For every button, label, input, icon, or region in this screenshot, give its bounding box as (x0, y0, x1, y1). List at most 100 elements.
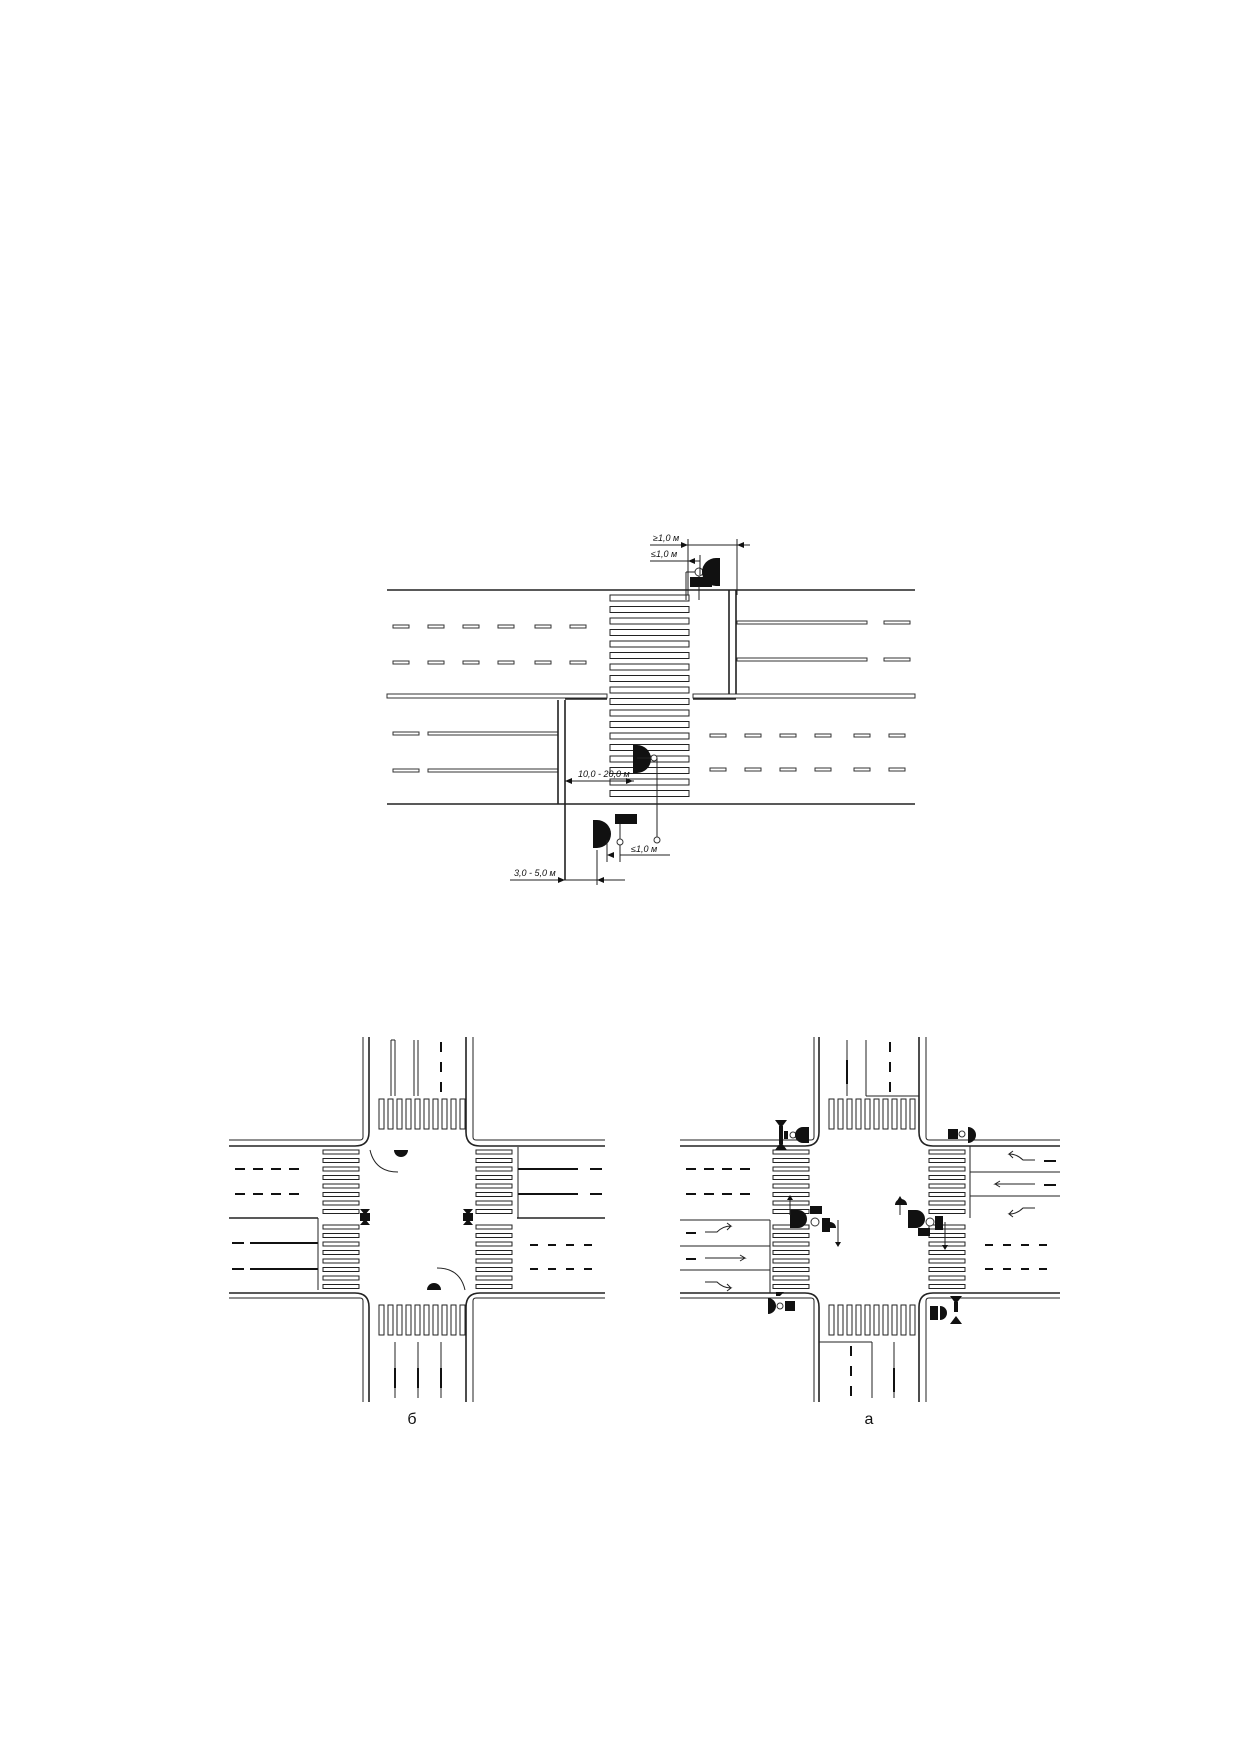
zebra-stripe (609, 675, 690, 682)
zebra-stripe (475, 1250, 513, 1255)
zebra-stripe (475, 1267, 513, 1272)
zebra-stripe (928, 1250, 966, 1255)
zebra-stripe (855, 1098, 862, 1130)
dim-label-le-1m-bottom: ≤1,0 м (631, 844, 657, 854)
zebra-stripe (873, 1304, 880, 1336)
caption-a: а (865, 1411, 874, 1428)
zebra-stripe (475, 1284, 513, 1289)
zebra-stripe (928, 1233, 966, 1238)
lane-dashes-bottom-right (709, 733, 906, 772)
zebra-stripe (322, 1175, 360, 1180)
zebra-stripe (837, 1098, 844, 1130)
zebra-stripe (772, 1200, 810, 1206)
zebra-stripe (414, 1304, 421, 1336)
zebra-stripe (609, 767, 690, 774)
zebra-stripe (322, 1233, 360, 1238)
zebra-stripe (855, 1304, 862, 1336)
zebra-stripe (475, 1258, 513, 1264)
caption-b: б (407, 1411, 416, 1428)
zebra-stripe (450, 1304, 457, 1336)
zebra-stripe (396, 1098, 403, 1130)
zebra-stripe (846, 1304, 853, 1336)
zebra-stripe (828, 1304, 835, 1336)
zebra-stripe (475, 1275, 513, 1281)
zebra-stripe (475, 1241, 513, 1247)
zebra-stripe (609, 629, 690, 636)
zebra-stripe (837, 1304, 844, 1336)
zebra-stripe (609, 790, 690, 797)
zebra-stripe (609, 652, 690, 659)
zebra-stripe (772, 1275, 810, 1281)
zebra-stripe (322, 1149, 360, 1155)
dim-label-le-1m-top: ≤1,0 м (651, 549, 677, 559)
zebra-stripe (772, 1192, 810, 1197)
zebra-stripe (609, 709, 690, 717)
top-crossing-figure: ≥1,0 м ≤1,0 м 10,0 - 20,0 м ≤1,0 м 3,0 -… (386, 533, 916, 885)
zebra-stripe (772, 1241, 810, 1247)
zebra-stripe (609, 594, 690, 602)
zebra-stripe (772, 1175, 810, 1180)
dim-label-ge-1m: ≥1,0 м (653, 533, 679, 543)
zebra-stripe (928, 1183, 966, 1189)
zebra-stripe (772, 1233, 810, 1238)
lanes-a (680, 1040, 1060, 1398)
zebra-stripe (828, 1098, 835, 1130)
zebra-stripe (609, 686, 690, 694)
zebra-stripe (928, 1149, 966, 1155)
zebra-stripe (846, 1098, 853, 1130)
zebra-stripe (928, 1284, 966, 1289)
lane-lines-bottom-left (392, 700, 566, 880)
zebra-stripe (423, 1304, 430, 1336)
zebra-stripe (882, 1098, 889, 1130)
zebra-stripe (378, 1304, 385, 1336)
zebra-stripe (414, 1098, 421, 1130)
median-line-left (386, 693, 608, 699)
intersection-figure-b: б (229, 1037, 605, 1428)
zebra-stripe (475, 1192, 513, 1197)
zebra-stripe (475, 1183, 513, 1189)
dimension-lines (510, 539, 750, 885)
zebra-stripe (864, 1304, 871, 1336)
zebra-stripe (322, 1267, 360, 1272)
zebra-stripe (405, 1098, 412, 1130)
zebra-stripe (928, 1200, 966, 1206)
zebra-stripe (475, 1166, 513, 1172)
zebra-stripe (772, 1284, 810, 1289)
zebra-stripe (772, 1149, 810, 1155)
intersection-figure-a: а (680, 1037, 1060, 1428)
traffic-light-top (685, 558, 720, 600)
median-line-right (692, 693, 916, 699)
zebra-stripe (475, 1224, 513, 1230)
traffic-lights-a (768, 1120, 976, 1324)
zebra-stripe (322, 1250, 360, 1255)
zebra-stripe (609, 778, 690, 786)
zebra-stripe (475, 1200, 513, 1206)
zebra-stripe (609, 721, 690, 728)
zebra-stripe (772, 1166, 810, 1172)
lane-dashes-top-left (392, 624, 587, 665)
zebra-stripe (609, 617, 690, 625)
zebra-stripe (441, 1098, 448, 1130)
zebra-stripe (475, 1158, 513, 1163)
zebra-stripe (322, 1258, 360, 1264)
zebra-stripe (475, 1209, 513, 1214)
zebra-stripe (928, 1258, 966, 1264)
zebra-crossing (609, 594, 690, 797)
zebra-stripe (609, 663, 690, 671)
lanes-b (232, 1039, 602, 1398)
zebra-stripe (609, 732, 690, 740)
traffic-lights-b (360, 1149, 473, 1291)
zebra-stripe (772, 1158, 810, 1163)
zebra-stripe (909, 1304, 916, 1336)
zebra-stripe (322, 1200, 360, 1206)
zebra-stripe (882, 1304, 889, 1336)
zebra-stripe (322, 1158, 360, 1163)
zebra-stripe (928, 1175, 966, 1180)
zebra-stripe (864, 1098, 871, 1130)
zebra-stripe (928, 1166, 966, 1172)
zebra-stripe (475, 1233, 513, 1238)
zebra-stripe (772, 1183, 810, 1189)
zebra-stripe (891, 1304, 898, 1336)
zebra-stripe (609, 698, 690, 705)
